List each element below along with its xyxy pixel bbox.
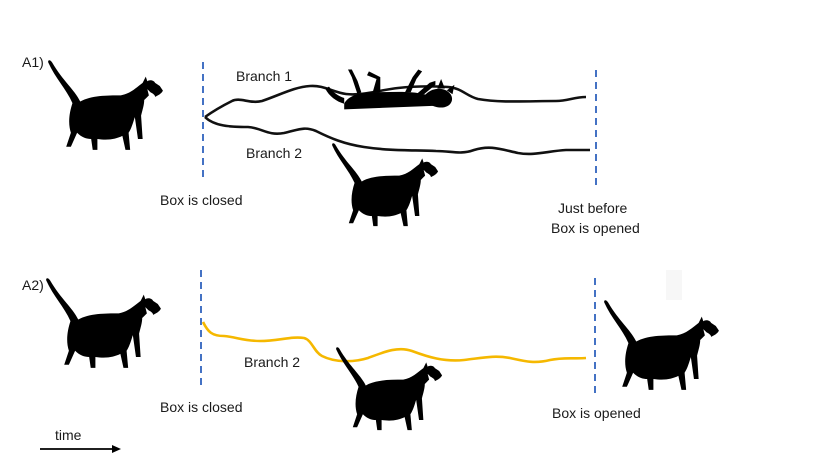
branch2-path-a2 [201, 321, 587, 364]
cat-icon-a2-start [46, 278, 161, 368]
branch1-label-a1: Branch 1 [236, 68, 292, 84]
time-arrow-head-icon [112, 445, 121, 453]
cat-icon-a1-branch2 [332, 143, 439, 227]
branch2-path-a1 [204, 116, 590, 156]
box-opened-label-a2: Box is opened [552, 405, 641, 421]
faint-rectangle [666, 270, 682, 300]
cat-icon-a1-start [48, 60, 163, 150]
cat-icon-a2-end [604, 300, 719, 390]
time-label: time [55, 427, 82, 443]
panel-a1-label: A1) [22, 54, 44, 70]
branch2-label-a1: Branch 2 [246, 145, 302, 161]
box-closed-label-a1: Box is closed [160, 192, 242, 208]
box-closed-label-a2: Box is closed [160, 399, 242, 415]
cat-icon-a2-branch2 [336, 347, 443, 431]
box-opened-label-a1: Box is opened [551, 220, 640, 236]
panel-a2-label: A2) [22, 277, 44, 293]
branch2-label-a2: Branch 2 [244, 354, 300, 370]
just-before-label: Just before [558, 200, 627, 216]
